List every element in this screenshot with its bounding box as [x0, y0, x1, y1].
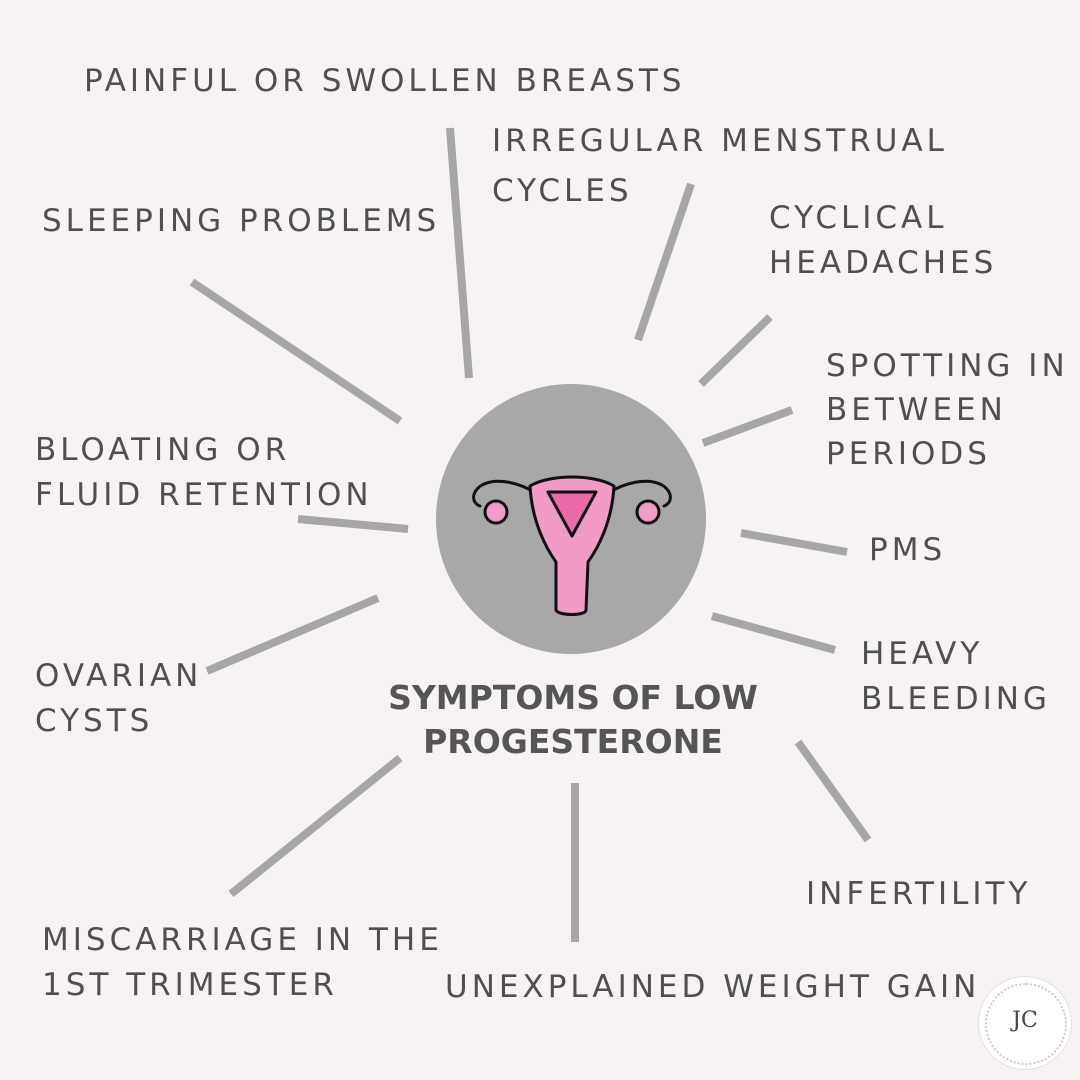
logo-text: JC	[1012, 1008, 1038, 1033]
spoke-headaches	[698, 314, 773, 387]
symptom-infertility: INFERTILITY	[806, 876, 1032, 912]
symptom-heavy-bleeding: HEAVY BLEEDING	[861, 636, 1051, 717]
logo: JC	[978, 976, 1072, 1070]
diagram-title: SYMPTOMS OF LOW PROGESTERONE	[388, 678, 758, 761]
spoke-miscarriage	[228, 754, 403, 898]
uterus-icon	[472, 475, 672, 616]
spoke-pms	[740, 529, 848, 556]
symptom-spotting: SPOTTING IN BETWEEN PERIODS	[826, 348, 1069, 472]
spoke-sleeping	[189, 278, 403, 425]
symptom-bloating: BLOATING OR FLUID RETENTION	[35, 432, 373, 513]
spoke-breasts	[446, 127, 473, 379]
symptom-pms: PMS	[869, 532, 947, 568]
symptom-sleeping-problems: SLEEPING PROBLEMS	[42, 203, 441, 239]
symptom-ovarian-cysts: OVARIAN CYSTS	[35, 658, 203, 739]
symptom-miscarriage: MISCARRIAGE IN THE 1ST TRIMESTER	[42, 922, 443, 1003]
spoke-infertility	[794, 739, 872, 843]
logo-ring	[985, 983, 1067, 1065]
spoke-bloating	[297, 515, 409, 533]
symptom-irregular-cycles: IRREGULAR MENSTRUAL CYCLES	[492, 123, 948, 209]
symptom-cyclical-headaches: CYCLICAL HEADACHES	[769, 200, 998, 281]
symptom-breasts: PAINFUL OR SWOLLEN BREASTS	[84, 63, 686, 99]
symptom-weight-gain: UNEXPLAINED WEIGHT GAIN	[445, 969, 981, 1005]
spoke-irregular-cycles	[634, 182, 695, 342]
spoke-heavy-bleeding	[710, 612, 837, 654]
spoke-ovarian-cysts	[205, 594, 380, 675]
spoke-spotting	[701, 406, 794, 447]
